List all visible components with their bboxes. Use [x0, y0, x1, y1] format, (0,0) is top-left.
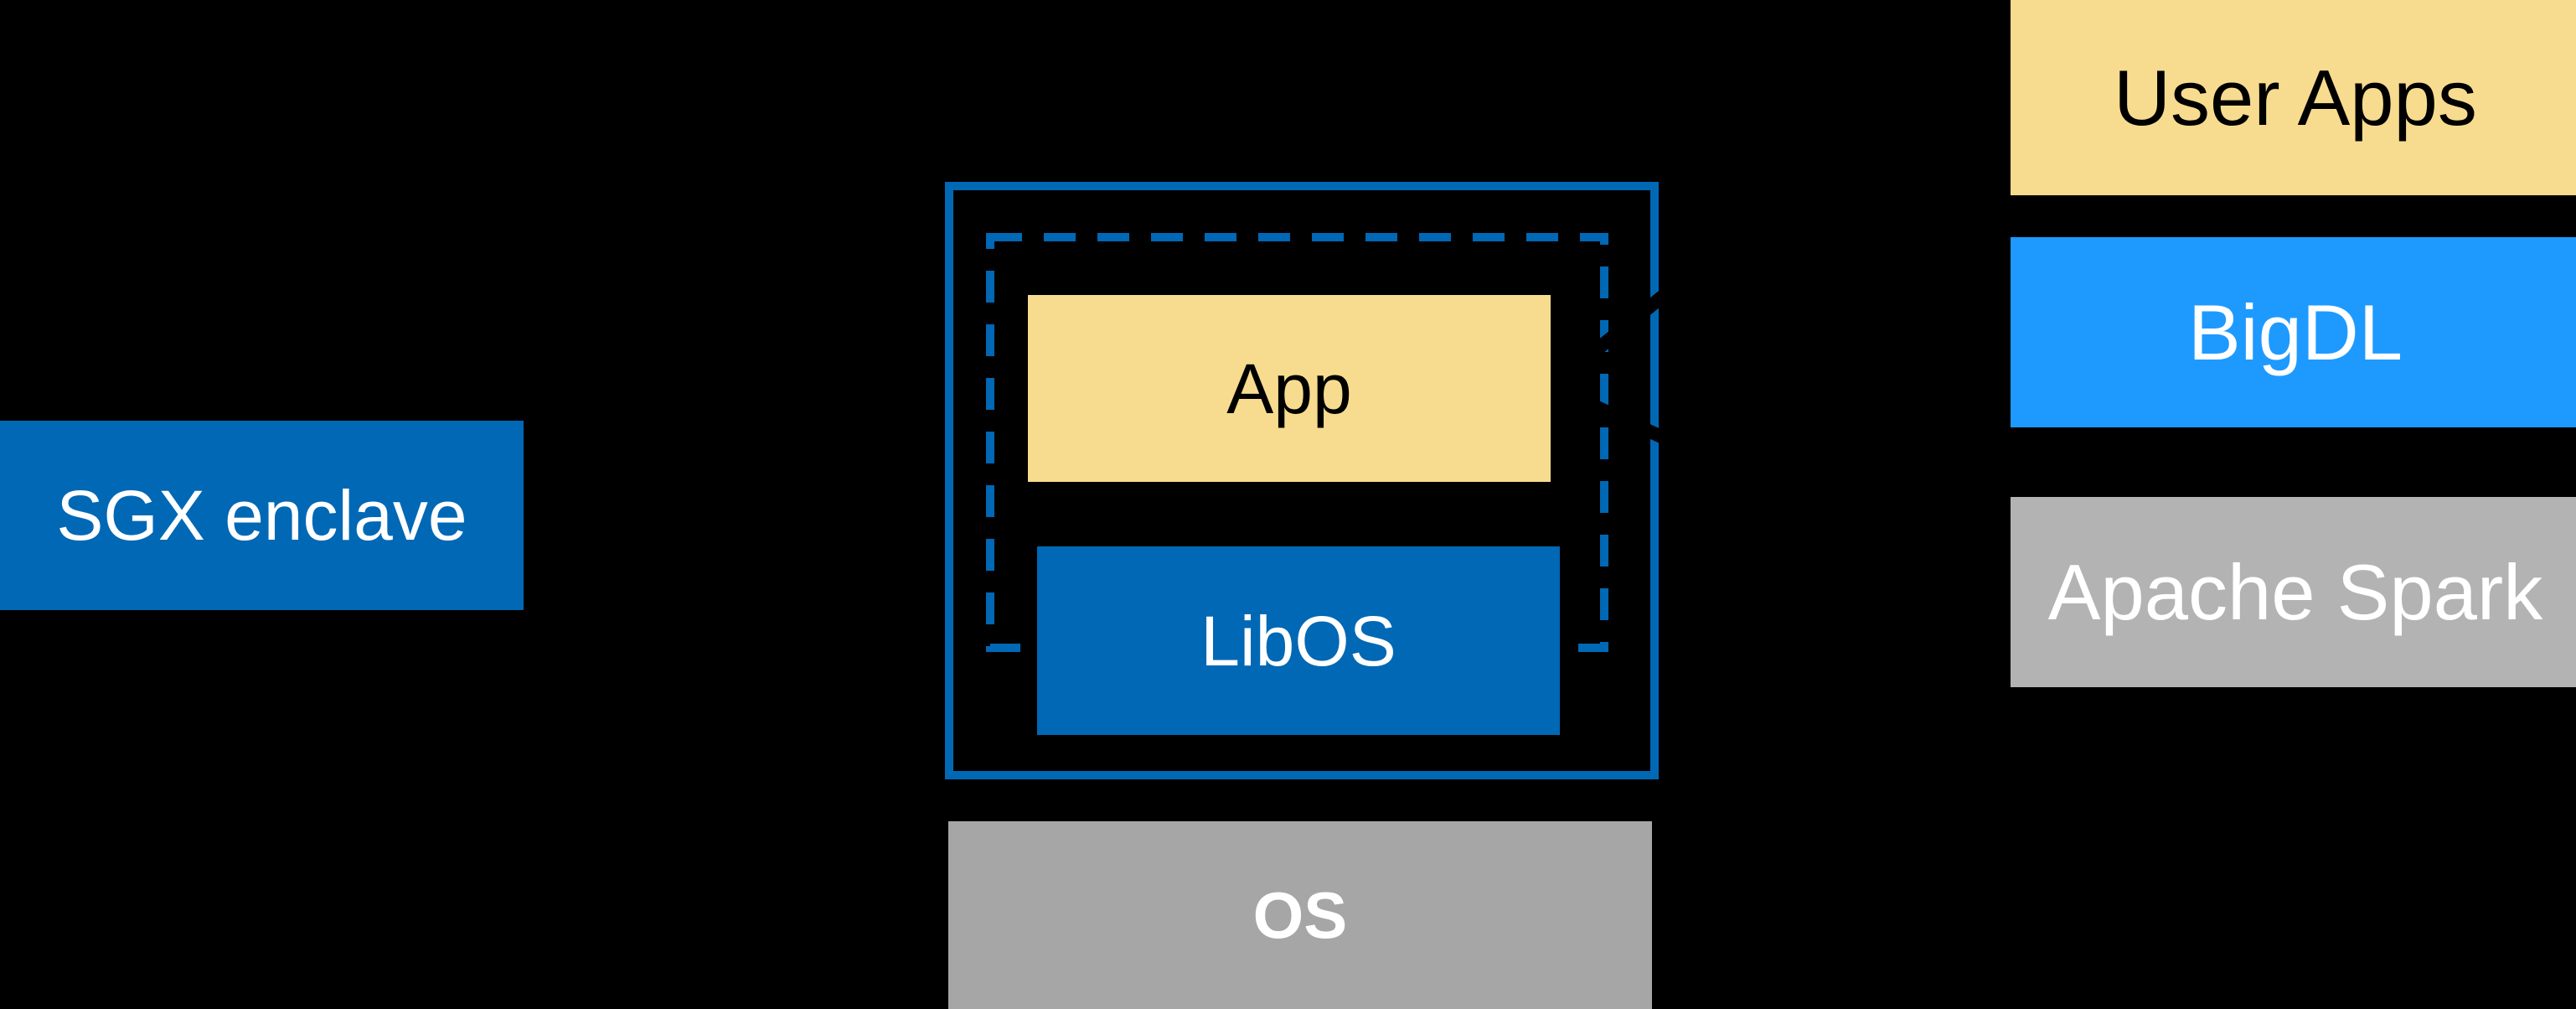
bigdl-label: BigDL	[2187, 287, 2403, 376]
app-label: App	[1226, 349, 1352, 428]
app-callout-dot-icon	[1547, 379, 1562, 394]
os-box: OS	[948, 821, 1652, 1009]
libos-label: LibOS	[1200, 601, 1396, 680]
enclave-dashed-boundary	[986, 233, 1608, 652]
os-label: OS	[1252, 878, 1348, 952]
connector-line-upper	[1546, 266, 1697, 392]
sgx-callout-dot-icon	[520, 507, 535, 522]
user-apps-label: User Apps	[2114, 53, 2477, 142]
sgx-enclave-label: SGX enclave	[56, 476, 467, 555]
runtime-box-border	[945, 182, 1659, 779]
stack-item-apache-spark: Apache Spark	[2011, 497, 2576, 687]
stack-item-user-apps: User Apps	[2011, 0, 2576, 195]
stack-item-bigdl: BigDL	[2011, 237, 2576, 427]
app-box: App	[1028, 295, 1551, 482]
sgx-enclave-box: SGX enclave	[0, 421, 524, 610]
apache-spark-label: Apache Spark	[2047, 547, 2543, 636]
connector-line-lower	[1548, 380, 2014, 603]
libos-box: LibOS	[1037, 546, 1560, 735]
